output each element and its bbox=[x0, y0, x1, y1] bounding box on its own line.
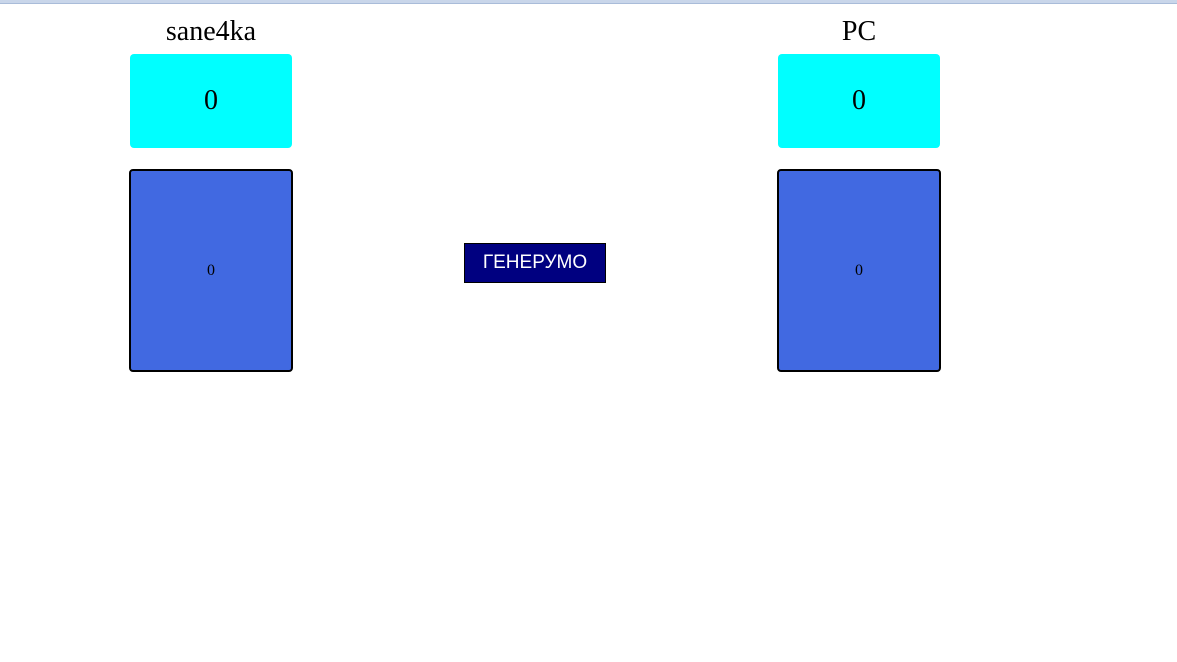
card-box-user: 0 bbox=[129, 169, 293, 372]
player-panel-user: sane4ka 0 0 bbox=[129, 14, 293, 372]
window-top-edge bbox=[0, 0, 1177, 4]
score-box-pc: 0 bbox=[778, 54, 940, 148]
score-box-user: 0 bbox=[130, 54, 292, 148]
player-name-user: sane4ka bbox=[165, 16, 257, 47]
card-box-pc: 0 bbox=[777, 169, 941, 372]
generate-button[interactable]: ГЕНЕРУМО bbox=[464, 243, 606, 283]
player-name-pc: PC bbox=[841, 16, 877, 47]
player-panel-pc: PC 0 0 bbox=[777, 14, 941, 372]
